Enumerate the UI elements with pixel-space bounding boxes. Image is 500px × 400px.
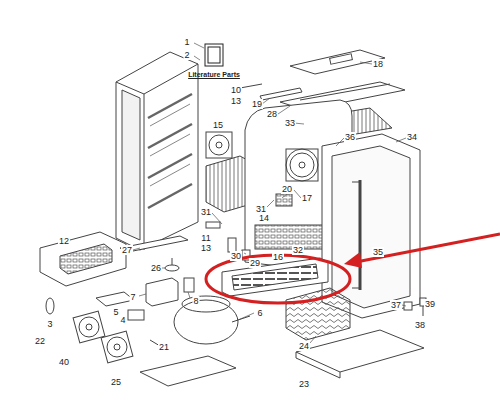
callout-number: 31 — [200, 207, 212, 217]
callout-number: 33 — [284, 118, 296, 128]
callout-number: 6 — [256, 308, 263, 318]
callout-number: 2 — [183, 50, 190, 60]
literature-label: Literature Parts — [187, 70, 241, 80]
callout-number: 30 — [230, 251, 242, 261]
callout-number: 34 — [406, 132, 418, 142]
callout-number: 16 — [272, 252, 284, 262]
callout-number: 38 — [414, 320, 426, 330]
callout-number: 27 — [121, 245, 133, 255]
highlight-arrow — [356, 234, 500, 262]
callout-number: 8 — [192, 296, 199, 306]
callout-number: 24 — [298, 341, 310, 351]
highlight-ellipse — [206, 255, 350, 303]
callout-number: 14 — [258, 213, 270, 223]
callout-number: 12 — [58, 236, 70, 246]
callout-number: 11 — [200, 233, 211, 243]
callout-number: 13 — [200, 243, 212, 253]
callout-number: 13 — [230, 96, 242, 106]
callout-number: 10 — [230, 85, 242, 95]
callout-number: 39 — [424, 299, 436, 309]
callout-number: 21 — [158, 342, 170, 352]
callout-number: 32 — [292, 245, 304, 255]
callout-number: 17 — [301, 193, 313, 203]
callout-number: 36 — [344, 132, 356, 142]
callout-number: 23 — [298, 379, 310, 389]
callout-number: 20 — [281, 184, 293, 194]
callout-number: 29 — [249, 258, 261, 268]
arrow-head — [344, 252, 362, 268]
callout-number: 35 — [372, 247, 384, 257]
callout-number: 5 — [112, 307, 119, 317]
callout-number: 25 — [110, 377, 122, 387]
callout-number: 26 — [150, 263, 162, 273]
callout-number: 37 — [390, 300, 402, 310]
callout-number: 7 — [129, 292, 136, 302]
callout-number: 28 — [266, 109, 278, 119]
callout-number: 19 — [251, 99, 263, 109]
callout-number: 40 — [58, 357, 70, 367]
callout-number: 15 — [212, 120, 224, 130]
callout-number: 18 — [372, 59, 384, 69]
callout-number: 1 — [183, 37, 190, 47]
callout-number: 3 — [46, 319, 53, 329]
callout-number: 4 — [119, 315, 126, 325]
callout-number: 22 — [34, 336, 46, 346]
